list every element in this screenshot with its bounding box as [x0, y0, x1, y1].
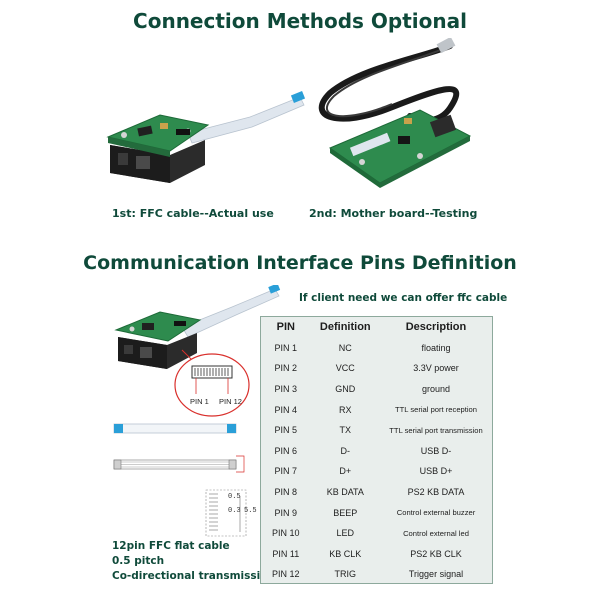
definition-cell: TX — [339, 425, 352, 436]
pin-cell: PIN 12 — [272, 569, 300, 580]
ffc-description-line2: 0.5 pitch — [112, 555, 165, 567]
ffc-description-line3: Co-directional transmission — [112, 570, 275, 582]
description-cell: TTL serial port transmission — [389, 425, 483, 435]
table-row: PIN 8 KB DATA PS2 KB DATA — [261, 482, 492, 503]
pin-cell: PIN 3 — [274, 384, 298, 395]
header-definition: Definition — [319, 321, 371, 334]
header-description: Description — [405, 321, 467, 334]
pin-definition-table: PIN Definition Description PIN 1 NC floati… — [260, 316, 493, 584]
description-cell: ground — [421, 384, 451, 395]
definition-cell: GND — [335, 384, 356, 395]
client-note: If client need we can offer ffc cable — [299, 292, 508, 304]
pin-cell: PIN 7 — [274, 466, 298, 477]
scanner-module-image — [106, 91, 306, 183]
pin-cell: PIN 10 — [272, 528, 300, 539]
description-cell: floating — [421, 342, 451, 353]
definition-cell: BEEP — [333, 507, 358, 518]
table-row: PIN 6 D- USB D- — [261, 441, 492, 462]
pin-cell: PIN 1 — [274, 342, 298, 353]
definition-cell: VCC — [335, 363, 355, 374]
description-cell: PS2 KB CLK — [410, 548, 462, 559]
description-cell: Control external led — [403, 528, 469, 538]
definition-cell: TRIG — [334, 569, 357, 580]
definition-cell: KB DATA — [326, 487, 364, 498]
table-row: PIN 3 GND ground — [261, 379, 492, 400]
header-pin: PIN — [276, 321, 295, 334]
interface-pins-heading: Communication Interface Pins Definition — [83, 252, 517, 274]
table-row: PIN 9 BEEP Control external buzzer — [261, 502, 492, 523]
dimension-label-b: 0.3 — [228, 507, 241, 515]
ffc-cable-caption: 1st: FFC cable--Actual use — [112, 207, 274, 220]
description-cell: PS2 KB DATA — [407, 487, 465, 498]
table-row: PIN 10 LED Control external led — [261, 523, 492, 544]
pin-cell: PIN 4 — [274, 404, 298, 415]
connection-methods-heading: Connection Methods Optional — [133, 9, 467, 33]
table-row: PIN 2 VCC 3.3V power — [261, 358, 492, 379]
pin-cell: PIN 9 — [274, 507, 298, 518]
dimension-label-a: 0.5 — [228, 493, 241, 501]
dimension-label-c: 5.5 — [244, 507, 257, 515]
mother-board-image — [318, 38, 472, 188]
definition-cell: D- — [340, 445, 351, 456]
ffc-description-line1: 12pin FFC flat cable — [112, 540, 230, 552]
definition-cell: D+ — [339, 466, 352, 477]
definition-cell: LED — [336, 528, 355, 539]
dimension-diagram — [205, 489, 247, 537]
pin-cell: PIN 11 — [272, 548, 300, 559]
table-header: PIN Definition Description — [261, 317, 492, 338]
module-with-ffc-image — [114, 285, 281, 369]
table-row: PIN 7 D+ USB D+ — [261, 461, 492, 482]
definition-cell: NC — [338, 342, 352, 353]
definition-cell: KB CLK — [329, 548, 362, 559]
table-row: PIN 12 TRIG Trigger signal — [261, 564, 492, 585]
description-cell: 3.3V power — [413, 363, 459, 374]
pin-cell: PIN 5 — [274, 425, 298, 436]
usb-plug-icon — [436, 38, 456, 54]
description-cell: TTL serial port reception — [394, 405, 478, 415]
connector-diagram — [174, 349, 250, 417]
pin12-label: PIN 12 — [219, 397, 242, 406]
description-cell: USB D- — [420, 445, 452, 456]
ffc-cable-diagram — [113, 423, 245, 473]
description-cell: Control external buzzer — [396, 508, 476, 518]
definition-cell: RX — [339, 404, 352, 415]
table-row: PIN 5 TX TTL serial port transmission — [261, 420, 492, 441]
table-row: PIN 1 NC floating — [261, 338, 492, 359]
pin-cell: PIN 6 — [274, 445, 298, 456]
pin-cell: PIN 8 — [274, 487, 298, 498]
pin1-label: PIN 1 — [190, 397, 209, 406]
mother-board-caption: 2nd: Mother board--Testing — [309, 207, 478, 220]
description-cell: USB D+ — [419, 466, 453, 477]
description-cell: Trigger signal — [408, 569, 464, 580]
pin-cell: PIN 2 — [274, 363, 298, 374]
table-row: PIN 11 KB CLK PS2 KB CLK — [261, 544, 492, 565]
table-row: PIN 4 RX TTL serial port reception — [261, 399, 492, 420]
